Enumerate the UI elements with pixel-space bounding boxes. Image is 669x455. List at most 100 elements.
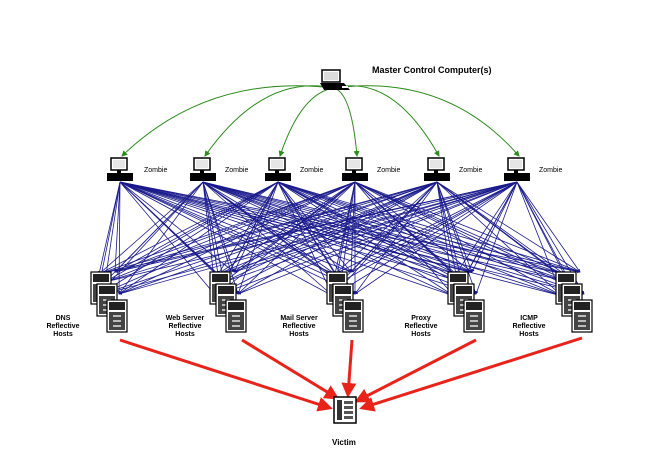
zombie-to-host-link <box>516 181 563 297</box>
zombie-to-host-link <box>334 181 518 275</box>
zombie-to-host-link <box>354 181 565 275</box>
computer-icon <box>342 157 368 181</box>
zombie-to-host-link <box>237 181 356 295</box>
zombie-to-host-link <box>217 181 356 275</box>
zombie-to-host-link <box>471 181 518 273</box>
zombie-to-host-link <box>114 181 279 273</box>
zombie-label: Zombie <box>225 167 249 174</box>
control-arc <box>204 85 335 157</box>
zombie-to-host-link <box>119 181 455 297</box>
zombie-to-host-link <box>334 181 438 275</box>
zombie-to-host-link <box>436 181 477 295</box>
master-control-label: Master Control Computer(s) <box>372 65 492 75</box>
zombie-to-host-link <box>119 181 217 297</box>
zombie-to-host-link <box>237 181 518 295</box>
zombie-to-host-link <box>104 181 356 283</box>
zombie-to-host-link <box>233 181 356 273</box>
zombie-to-host-link <box>119 181 565 275</box>
zombie-to-host-link <box>223 181 438 283</box>
zombie-label: Zombie <box>300 167 324 174</box>
zombie-to-host-link <box>475 181 518 295</box>
control-links <box>121 85 520 157</box>
attack-arrow <box>354 338 477 403</box>
zombie-to-host-link <box>96 181 438 297</box>
attack-links <box>119 336 583 412</box>
zombie-to-host-link <box>340 181 518 283</box>
zombie-label: Zombie <box>377 167 401 174</box>
control-arc <box>278 87 335 157</box>
zombie-to-host-link <box>217 181 518 275</box>
control-arc <box>333 85 440 157</box>
zombie-to-host-link <box>202 181 220 275</box>
zombie-to-host-link <box>202 181 585 295</box>
zombie-to-host-link <box>114 181 356 273</box>
zombie-to-host-link <box>277 181 585 295</box>
zombie-to-host-link <box>119 181 477 295</box>
zombie-to-host-link <box>354 181 438 295</box>
server-cluster-icon <box>90 271 128 333</box>
zombie-to-host-link <box>516 181 581 273</box>
laptop-icon <box>320 69 350 90</box>
zombie-to-host-link <box>96 181 204 297</box>
server-cluster-icon <box>209 271 247 333</box>
zombie-to-host-link <box>114 181 438 273</box>
zombie-to-host-link <box>103 181 121 283</box>
attack-arrow <box>119 338 333 412</box>
server-cluster-icon <box>326 271 364 333</box>
zombie-to-host-link <box>114 181 518 273</box>
attack-arrow <box>341 339 357 398</box>
zombie-to-host-link <box>98 181 279 275</box>
control-arc <box>333 87 360 157</box>
computer-icon <box>265 157 291 181</box>
zombie-to-host-link <box>202 181 565 275</box>
zombie-to-host-link <box>277 181 563 297</box>
zombie-to-host-link <box>223 181 518 283</box>
zombie-to-host-link <box>96 181 356 297</box>
zombie-to-host-link <box>436 181 458 275</box>
zombie-to-host-link <box>277 181 581 273</box>
zombie-to-host-link <box>233 181 518 273</box>
zombie-to-host-link <box>455 181 518 275</box>
zombie-to-host-link <box>350 181 438 273</box>
zombie-to-host-link <box>354 181 563 297</box>
zombie-to-host-link <box>98 181 356 275</box>
zombie-to-host-link <box>114 181 204 273</box>
zombie-to-host-link <box>215 181 438 297</box>
computer-icon <box>107 157 133 181</box>
computer-icon <box>424 157 450 181</box>
zombie-to-host-link <box>113 181 121 273</box>
zombie-to-host-link <box>233 181 438 273</box>
zombie-to-host-link <box>516 181 571 283</box>
zombie-to-host-links <box>95 181 585 297</box>
control-arc <box>121 85 335 157</box>
zombie-to-host-link <box>117 181 121 295</box>
control-arc <box>333 85 520 157</box>
server-icon <box>333 396 357 424</box>
computer-icon <box>190 157 216 181</box>
zombie-label: Zombie <box>144 167 168 174</box>
zombie-to-host-link <box>215 181 518 297</box>
server-cluster-icon <box>447 271 485 333</box>
zombie-to-host-link <box>202 181 473 273</box>
server-cluster-icon <box>555 271 593 333</box>
zombie-to-host-link <box>217 181 279 275</box>
attack-arrow <box>359 336 583 412</box>
zombie-to-host-link <box>104 181 438 283</box>
zombie-label: Zombie <box>539 167 563 174</box>
zombie-to-host-link <box>350 181 518 273</box>
zombie-to-host-link <box>96 181 518 297</box>
zombie-to-host-link <box>349 181 356 273</box>
zombie-to-host-link <box>354 181 518 295</box>
computer-icon <box>504 157 530 181</box>
victim-label: Victim <box>332 438 356 447</box>
zombie-to-host-link <box>332 181 518 297</box>
zombie-label: Zombie <box>459 167 483 174</box>
zombie-to-host-link <box>104 181 518 283</box>
zombie-to-host-link <box>118 181 518 295</box>
